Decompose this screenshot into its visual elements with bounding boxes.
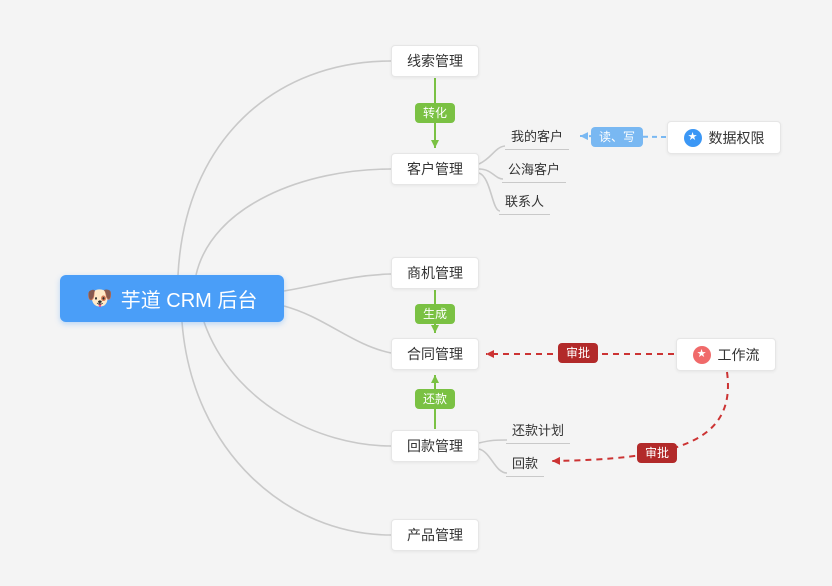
node-leads-label: 线索管理 [407,53,463,69]
star-icon: ★ [683,128,702,147]
node-data-permission[interactable]: ★ 数据权限 [667,121,781,154]
root-label: 芋道 CRM 后台 [120,290,258,312]
edge-label-approve-contract: 审批 [557,343,599,363]
node-opportunities-label: 商机管理 [407,265,463,281]
edge-label-generate: 生成 [414,304,456,324]
node-receivables[interactable]: 回款管理 [391,430,479,462]
connector-receivables-repayment-plan [478,439,508,444]
node-products[interactable]: 产品管理 [391,519,479,551]
connector-root-products [181,321,392,536]
connector-root-opportunities [283,273,392,292]
leaf-contacts[interactable]: 联系人 [499,189,551,215]
node-contracts-label: 合同管理 [407,346,463,362]
node-workflow-label: 工作流 [717,346,760,363]
leaf-public-customers[interactable]: 公海客户 [502,157,567,183]
edge-label-approve-receivable: 审批 [636,443,678,463]
edge-label-repay: 还款 [414,389,456,409]
root-node[interactable]: 🐶 芋道 CRM 后台 [60,275,284,322]
node-products-label: 产品管理 [407,527,463,543]
connector-root-customers [195,168,392,276]
leaf-my-customers[interactable]: 我的客户 [505,124,570,150]
leaf-repayment-plan[interactable]: 还款计划 [506,418,571,444]
arrow-approve-receivable [551,371,729,465]
connector-customers-my-customers [478,145,506,165]
node-data-permission-label: 数据权限 [708,129,765,146]
leaf-repayment[interactable]: 回款 [506,451,545,477]
connector-root-leads [177,60,392,276]
connector-receivables-repayment [478,448,508,474]
node-contracts[interactable]: 合同管理 [391,338,479,370]
connector-customers-contacts [478,172,501,212]
edge-label-read-write: 读、写 [590,127,644,147]
edge-label-convert: 转化 [414,103,456,123]
node-customers-label: 客户管理 [407,161,463,177]
connector-customers-public-customers [478,168,504,180]
connector-root-receivables [203,321,392,447]
node-leads[interactable]: 线索管理 [391,45,479,77]
node-receivables-label: 回款管理 [407,438,463,454]
star-icon: ★ [692,345,711,364]
logo-icon: 🐶 [86,287,113,310]
node-opportunities[interactable]: 商机管理 [391,257,479,289]
connector-root-contracts [283,305,392,354]
node-customers[interactable]: 客户管理 [391,153,479,185]
node-workflow[interactable]: ★ 工作流 [676,338,776,371]
